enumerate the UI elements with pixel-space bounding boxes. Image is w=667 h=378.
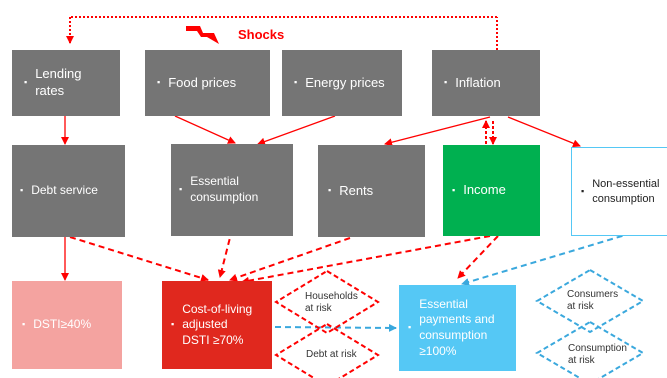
bullet: ▪ (444, 77, 448, 88)
non-essential-consumption-box: ▪ Non-essential consumption (571, 147, 667, 236)
inflation-income-arrow (482, 120, 497, 145)
lending-rates-label: Lending rates (35, 66, 82, 98)
dashed-red-arrows (69, 209, 499, 285)
consumers-at-risk-label: Consumers at risk (567, 289, 619, 312)
dashed-blue-arrows (274, 232, 633, 332)
debt-service-box: ▪ Debt service (12, 145, 125, 237)
essential-consumption-label: Essential consumption (190, 174, 259, 204)
lending-rates-box: ▪ Lending rates (12, 50, 120, 116)
inflation-box: ▪ Inflation (432, 50, 540, 116)
feedback-loop-arrow (66, 16, 498, 50)
bullet: ▪ (328, 185, 332, 196)
income-box: ▪ Income (443, 145, 540, 236)
non-essential-consumption-label: Non-essential consumption (592, 178, 660, 205)
energy-prices-label: Energy prices (305, 74, 385, 90)
consumers-at-risk-diamond (535, 268, 645, 334)
debt-at-risk-label: Debt at risk (306, 349, 357, 360)
bullet: ▪ (294, 77, 298, 88)
cost-of-living-dsti-box: ▪ Cost-of-living adjusted DSTI ≥70% (162, 281, 272, 369)
essential-payments-label: Essential payments and consumption ≥100% (419, 296, 495, 358)
bullet: ▪ (24, 77, 28, 88)
bullet: ▪ (22, 319, 26, 330)
cost-of-living-dsti-label: Cost-of-living adjusted DSTI ≥70% (182, 301, 253, 347)
rents-label: Rents (339, 182, 374, 198)
bullet: ▪ (157, 77, 161, 88)
inflation-label: Inflation (455, 74, 501, 90)
dsti-40-label: DSTI≥40% (33, 317, 92, 332)
essential-consumption-box: ▪ Essential consumption (171, 144, 293, 236)
households-at-risk-label: Households at risk (305, 291, 358, 314)
bullet: ▪ (20, 185, 24, 196)
bullet: ▪ (408, 322, 412, 333)
essential-payments-box: ▪ Essential payments and consumption ≥10… (399, 285, 516, 371)
energy-prices-box: ▪ Energy prices (282, 50, 402, 116)
rents-box: ▪ Rents (318, 145, 425, 237)
bullet: ▪ (452, 184, 456, 195)
debt-service-label: Debt service (31, 183, 98, 198)
food-prices-label: Food prices (168, 74, 237, 90)
consumption-at-risk-diamond (535, 320, 645, 378)
solid-red-arrows (61, 115, 581, 281)
food-prices-box: ▪ Food prices (145, 50, 270, 116)
consumption-at-risk-label: Consumption at risk (568, 343, 627, 366)
bullet: ▪ (171, 319, 175, 330)
income-label: Income (463, 182, 506, 198)
lightning-icon (186, 26, 219, 44)
dsti-40-box: ▪ DSTI≥40% (12, 281, 122, 369)
shocks-label: Shocks (238, 27, 285, 42)
bullet: ▪ (581, 185, 585, 196)
bullet: ▪ (179, 184, 183, 195)
